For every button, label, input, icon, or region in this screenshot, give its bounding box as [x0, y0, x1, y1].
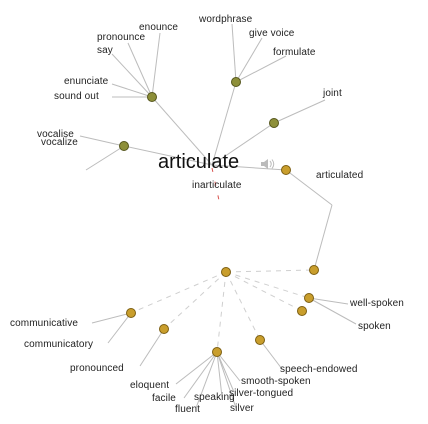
- link-hub-eloquent: [216, 271, 227, 353]
- head-word[interactable]: articulate: [158, 151, 240, 173]
- link-speaking: [216, 351, 223, 398]
- node-spoken-synset[interactable]: [297, 306, 307, 316]
- antonym-link: [211, 167, 221, 206]
- word-say[interactable]: say: [97, 45, 113, 56]
- link-fluent: [195, 351, 218, 409]
- word-silver-tongued[interactable]: silver-tongued: [229, 388, 294, 399]
- word-speaking[interactable]: speaking: [194, 392, 235, 403]
- word-give-voice[interactable]: give voice: [249, 28, 295, 39]
- link-joint: [273, 99, 326, 124]
- link-enounce: [151, 32, 161, 98]
- speaker-icon[interactable]: [260, 158, 276, 170]
- word-joint[interactable]: joint: [323, 88, 342, 99]
- word-facile[interactable]: facile: [152, 393, 176, 404]
- word-enounce[interactable]: enounce: [139, 22, 179, 33]
- link-communicative: [91, 312, 132, 324]
- link-hub-communicative: [130, 271, 227, 314]
- link-vocalize: [85, 145, 125, 171]
- link-pronounce: [127, 42, 153, 98]
- link-hub-articulated: [225, 269, 315, 273]
- word-vocalize[interactable]: vocalize: [41, 137, 78, 148]
- node-well-spoken-synset[interactable]: [304, 293, 314, 303]
- node-formulate-synset[interactable]: [231, 77, 241, 87]
- node-pronounced-synset[interactable]: [159, 324, 169, 334]
- word-wordphrase[interactable]: wordphrase: [199, 14, 253, 25]
- node-articulated-synset[interactable]: [309, 265, 319, 275]
- link-facile: [183, 351, 218, 399]
- link-hub-well-spoken: [225, 271, 310, 299]
- link-hub-spoken: [225, 271, 303, 312]
- link-pronounced-node: [139, 328, 165, 367]
- link-hub-pronounced: [163, 271, 227, 330]
- link-silver-tongued: [216, 351, 235, 393]
- link-vocalise: [79, 135, 125, 147]
- link-eloquent: [175, 351, 218, 385]
- word-communicative[interactable]: communicative: [10, 318, 78, 329]
- word-sound-out[interactable]: sound out: [54, 91, 99, 102]
- node-communicative-synset[interactable]: [126, 308, 136, 318]
- word-smooth-spoken[interactable]: smooth-spoken: [241, 376, 311, 387]
- link-formulate: [235, 55, 287, 83]
- node-pronounce-synset[interactable]: [147, 92, 157, 102]
- hub-links: [123, 81, 333, 271]
- node-adjective-synset[interactable]: [281, 165, 291, 175]
- word-communicatory[interactable]: communicatory: [24, 339, 94, 350]
- word-spoken[interactable]: spoken: [358, 321, 391, 332]
- word-silver[interactable]: silver: [230, 403, 254, 414]
- link-articulate-joint-cluster: [211, 122, 275, 166]
- link-articulate-formulate-cluster: [211, 81, 237, 166]
- link-enunciate: [111, 83, 153, 98]
- link-articulate-vocalize-cluster: [123, 145, 213, 166]
- word-enunciate[interactable]: enunciate: [64, 76, 109, 87]
- node-joint-synset[interactable]: [269, 118, 279, 128]
- link-articulate-pronounce-cluster: [151, 96, 213, 166]
- link-hub-speech: [225, 271, 261, 341]
- similar-links: [130, 269, 315, 353]
- word-well-spoken[interactable]: well-spoken: [350, 298, 404, 309]
- node-eloquent-synset[interactable]: [212, 347, 222, 357]
- word-pronounced[interactable]: pronounced: [70, 363, 124, 374]
- link-give-voice: [235, 37, 263, 83]
- word-eloquent[interactable]: eloquent: [130, 380, 170, 391]
- word-pronounce[interactable]: pronounce: [97, 32, 146, 43]
- word-vocalise[interactable]: vocalise: [37, 129, 74, 140]
- link-smooth-spoken: [216, 351, 241, 382]
- link-speech-endowed: [259, 339, 283, 370]
- word-inarticulate[interactable]: inarticulate: [192, 180, 242, 191]
- node-speech-endowed-synset[interactable]: [255, 335, 265, 345]
- link-well-spoken: [308, 297, 349, 305]
- link-spoken: [308, 297, 357, 325]
- link-communicatory: [107, 312, 132, 344]
- link-articulate-inarticulate: [211, 167, 221, 206]
- link-say: [111, 53, 153, 98]
- node-vocalize-synset[interactable]: [119, 141, 129, 151]
- node-inarticulate-synset[interactable]: [221, 267, 231, 277]
- link-silver: [216, 351, 237, 409]
- word-articulated[interactable]: articulated: [316, 170, 364, 181]
- link-wordphrase: [231, 23, 237, 83]
- link-articulated-node: [313, 204, 333, 271]
- word-fluent[interactable]: fluent: [175, 404, 201, 415]
- word-speech-endowed[interactable]: speech-endowed: [280, 364, 358, 375]
- word-formulate[interactable]: formulate: [273, 47, 316, 58]
- link-articulate-adjective: [211, 164, 287, 171]
- link-adjective-articulated: [285, 169, 333, 206]
- leaf-links: [79, 23, 357, 409]
